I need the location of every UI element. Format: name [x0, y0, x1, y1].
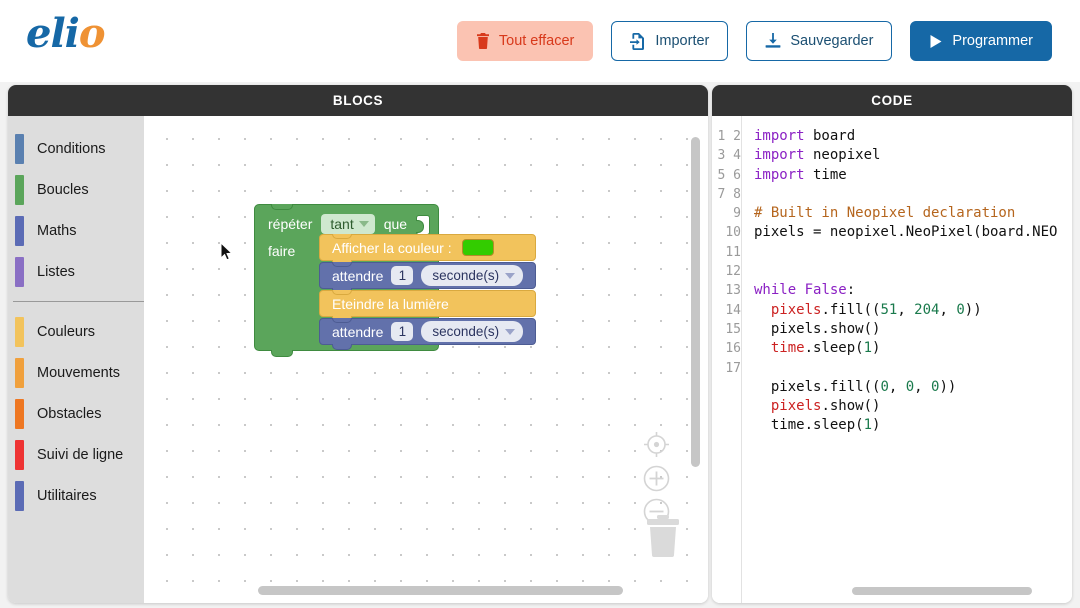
category-color-bar [15, 439, 24, 470]
trash-icon [476, 33, 490, 49]
run-program-button[interactable]: Programmer [910, 21, 1052, 61]
block-repeat-mode-dropdown[interactable]: tant [321, 214, 375, 234]
toolbox-item-obstacles[interactable]: Obstacles [8, 393, 144, 434]
toolbox-item-label: Listes [37, 263, 75, 280]
toolbox-sidebar: Conditions Boucles Maths Listes Couleurs… [8, 116, 144, 603]
category-color-bar [15, 174, 24, 205]
zoom-in-button[interactable] [643, 465, 670, 492]
toolbox-item-suivi-de-ligne[interactable]: Suivi de ligne [8, 434, 144, 475]
block-notch-top [332, 234, 352, 239]
block-do-label: faire [268, 243, 296, 259]
block-wait-1[interactable]: attendre 1 seconde(s) [319, 262, 537, 294]
logo-text-accent: o [78, 10, 106, 57]
toolbar-buttons: Tout effacer Importer Sauvegarder Progra… [456, 21, 1052, 61]
clear-all-button[interactable]: Tout effacer [456, 21, 594, 61]
wait-unit-dropdown[interactable]: seconde(s) [421, 265, 524, 286]
block-notch-top [332, 262, 352, 267]
block-repeat-que-label: que [383, 216, 408, 232]
category-color-bar [15, 133, 24, 164]
toolbox-item-label: Mouvements [37, 364, 121, 381]
file-import-icon [630, 32, 646, 50]
block-show-color-label: Afficher la couleur : [332, 239, 452, 256]
block-repeat-mode-value: tant [330, 216, 354, 232]
import-button[interactable]: Importer [611, 21, 729, 61]
chevron-down-icon [505, 328, 516, 335]
blocks-panel-title: BLOCS [8, 85, 708, 116]
block-light-off[interactable]: Eteindre la lumière [319, 290, 537, 322]
play-icon [929, 34, 943, 49]
delete-trash-icon[interactable] [646, 515, 680, 562]
category-color-bar [15, 398, 24, 429]
toolbox-item-label: Couleurs [37, 323, 96, 340]
save-button[interactable]: Sauvegarder [746, 21, 893, 61]
canvas-horizontal-scrollbar[interactable] [258, 586, 623, 595]
toolbox-item-utilitaires[interactable]: Utilitaires [8, 475, 144, 516]
save-label: Sauvegarder [790, 33, 874, 49]
toolbox-item-conditions[interactable]: Conditions [8, 128, 144, 169]
toolbox-item-listes[interactable]: Listes [8, 251, 144, 292]
toolbox-item-label: Maths [37, 222, 77, 239]
code-horizontal-scrollbar[interactable] [852, 587, 1032, 595]
blocks-canvas[interactable]: répéter tant que faire Afficher la coule… [144, 116, 708, 603]
logo-text-primary: eli [26, 10, 80, 57]
category-color-bar [15, 357, 24, 388]
chevron-down-icon [505, 272, 516, 279]
code-panel-title: CODE [712, 85, 1072, 116]
canvas-vertical-scrollbar[interactable] [691, 137, 700, 467]
toolbox-item-label: Utilitaires [37, 487, 97, 504]
code-editor[interactable]: 1 2 3 4 5 6 7 8 9 10 11 12 13 14 15 16 1… [712, 116, 1072, 603]
wait-value-input[interactable]: 1 [391, 266, 414, 285]
toolbox-divider [13, 301, 144, 302]
category-color-bar [15, 480, 24, 511]
toolbox-item-maths[interactable]: Maths [8, 210, 144, 251]
block-notch-top [332, 290, 352, 295]
toolbox-item-label: Boucles [37, 181, 89, 198]
toolbox-item-label: Conditions [37, 140, 106, 157]
chevron-down-icon [358, 221, 369, 227]
category-color-bar [15, 256, 24, 287]
run-program-label: Programmer [952, 33, 1033, 49]
block-show-color[interactable]: Afficher la couleur : [319, 234, 537, 266]
clear-all-label: Tout effacer [498, 33, 575, 49]
category-color-bar [15, 215, 24, 246]
code-panel: CODE 1 2 3 4 5 6 7 8 9 10 11 12 13 14 15… [712, 85, 1072, 603]
block-repeat-label: répéter [268, 216, 313, 232]
block-stack: Afficher la couleur : attendre 1 seconde… [319, 234, 537, 350]
category-color-bar [15, 316, 24, 347]
block-wait-label: attendre [332, 267, 384, 284]
block-notch-bottom [271, 350, 293, 357]
wait-unit-dropdown[interactable]: seconde(s) [421, 321, 524, 342]
block-wait-2[interactable]: attendre 1 seconde(s) [319, 318, 537, 350]
color-swatch[interactable] [461, 239, 494, 256]
wait-unit-value: seconde(s) [432, 324, 500, 339]
code-content[interactable]: import board import neopixel import time… [754, 128, 1058, 434]
block-condition-socket[interactable] [416, 215, 430, 235]
top-bar: elio Tout effacer Importer Sauvegarder P… [0, 0, 1080, 82]
toolbox-item-couleurs[interactable]: Couleurs [8, 311, 144, 352]
block-program[interactable]: répéter tant que faire Afficher la coule… [254, 204, 537, 357]
block-light-off-label: Eteindre la lumière [332, 295, 449, 312]
block-notch-top [271, 204, 293, 210]
toolbox-item-mouvements[interactable]: Mouvements [8, 352, 144, 393]
download-icon [765, 33, 781, 49]
import-label: Importer [655, 33, 710, 49]
toolbox-item-boucles[interactable]: Boucles [8, 169, 144, 210]
wait-value-input[interactable]: 1 [391, 322, 414, 341]
code-line-numbers: 1 2 3 4 5 6 7 8 9 10 11 12 13 14 15 16 1… [712, 116, 742, 603]
zoom-center-button[interactable] [643, 431, 670, 458]
blocks-panel: BLOCS Conditions Boucles Maths Listes Co… [8, 85, 708, 603]
toolbox-item-label: Suivi de ligne [37, 446, 124, 463]
block-wait-label: attendre [332, 323, 384, 340]
block-repeat-header: répéter tant que [268, 214, 407, 234]
app-logo: elio [26, 14, 106, 54]
toolbox-item-label: Obstacles [37, 405, 102, 422]
mouse-cursor [220, 241, 233, 266]
block-notch-bottom [332, 344, 352, 350]
wait-unit-value: seconde(s) [432, 268, 500, 283]
block-notch-top [332, 318, 352, 323]
